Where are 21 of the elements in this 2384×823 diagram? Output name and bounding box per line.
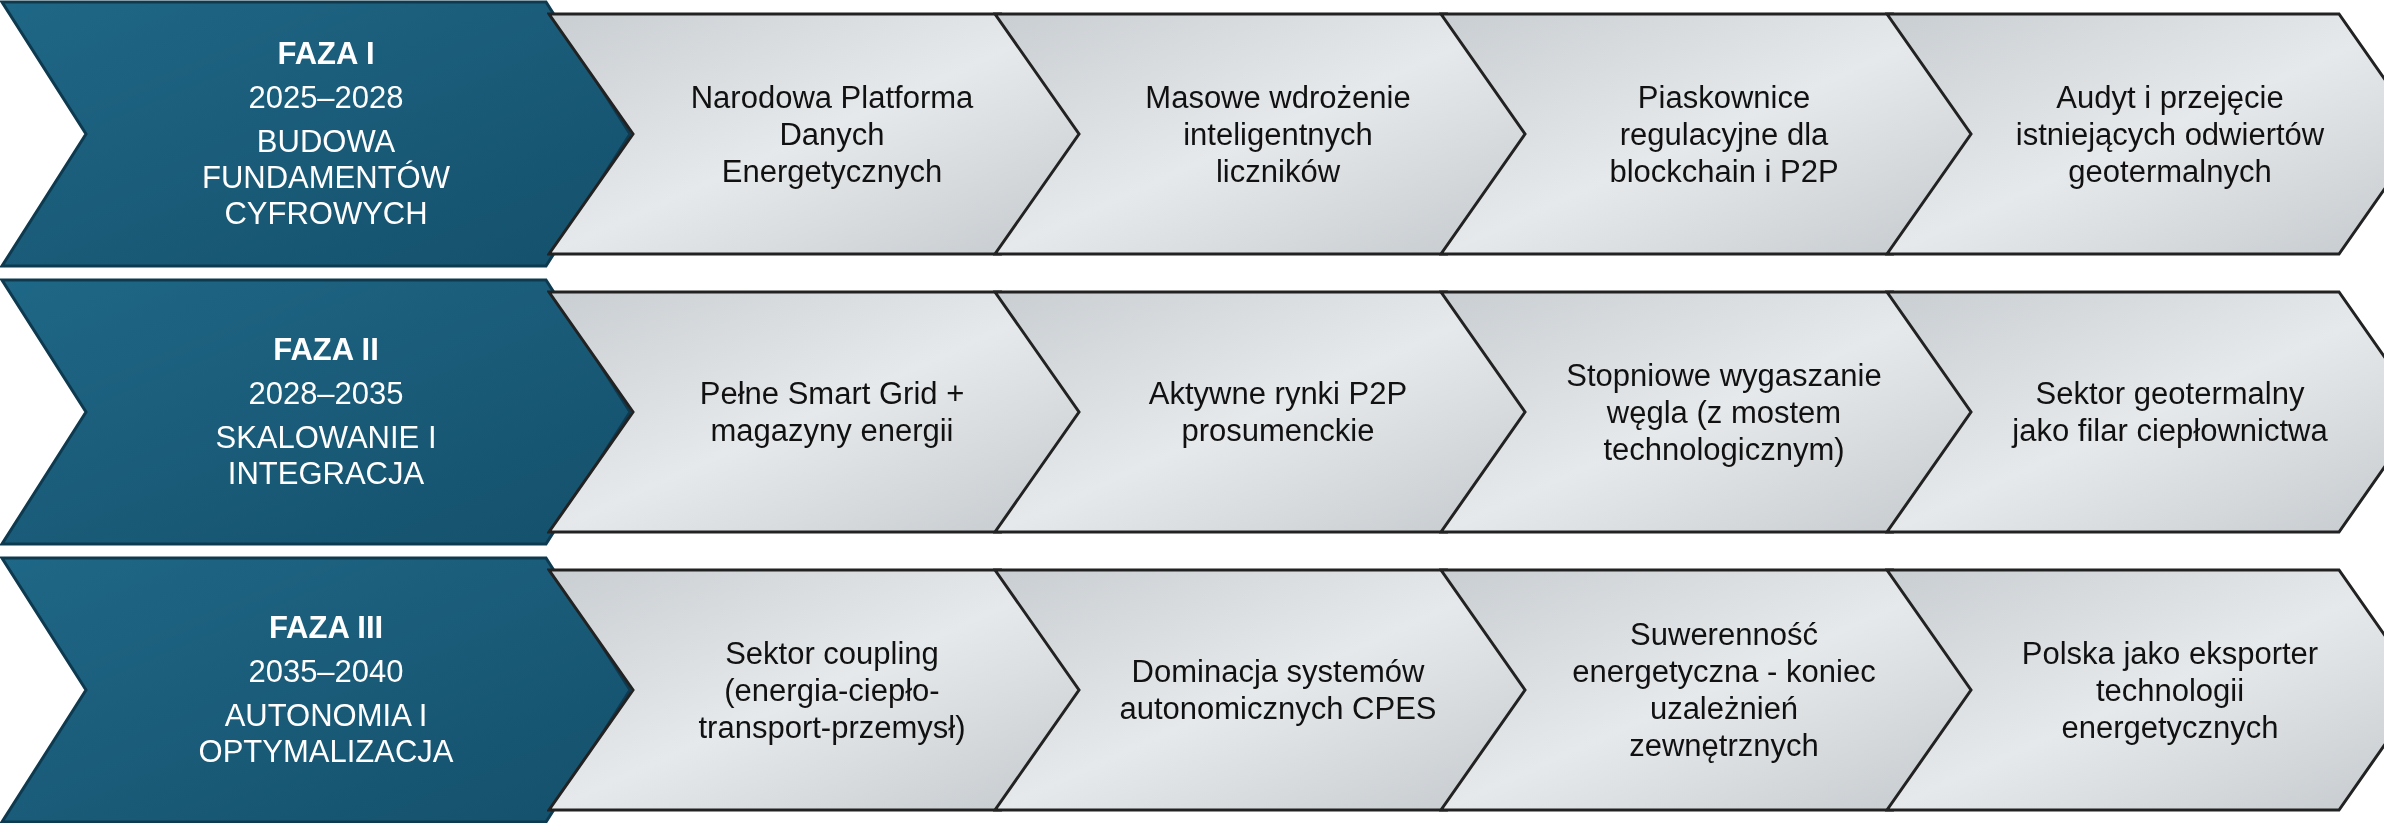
step-text: Aktywne rynki P2P prosumenckie [1147, 375, 1409, 449]
phase-years: 2028–2035 [248, 376, 404, 412]
phase-title: FAZA I [277, 36, 375, 72]
step-text: Dominacja systemów autonomicznych CPES [1119, 653, 1437, 727]
step-text: Audyt i przejęcie istniejących odwiertów geotermalnych [2014, 78, 2326, 190]
step-text: Sektor coupling (energia-ciepło-transport-przemysł) [697, 634, 967, 746]
step-text: Suwerenność energetyczna - koniec uzależnień zewnętrznych [1571, 616, 1877, 764]
step-text: Narodowa Platforma Danych Energetycznych [689, 78, 975, 190]
phase-years: 2025–2028 [248, 80, 404, 116]
step-text: Sektor geotermalny jako filar ciepłownictwa [2011, 375, 2329, 449]
step-text: Masowe wdrożenie inteligentnych liczników [1144, 78, 1412, 190]
phase-years: 2035–2040 [248, 654, 404, 690]
phase-name: BUDOWA FUNDAMENTÓW CYFROWYCH [201, 124, 451, 232]
step-text: Stopniowe wygaszanie węgla (z mostem technologicznym) [1565, 356, 1883, 468]
phase-title: FAZA III [268, 610, 384, 646]
phase-title: FAZA II [273, 332, 379, 368]
step-text: Polska jako eksporter technologii energetycznych [2020, 634, 2320, 746]
step-text: Piaskownice regulacyjne dla blockchain i P2P [1608, 78, 1840, 190]
step-text: Pełne Smart Grid + magazyny energii [698, 375, 966, 449]
phase-name: SKALOWANIE I INTEGRACJA [214, 420, 438, 492]
phase-name: AUTONOMIA I OPTYMALIZACJA [197, 698, 455, 770]
